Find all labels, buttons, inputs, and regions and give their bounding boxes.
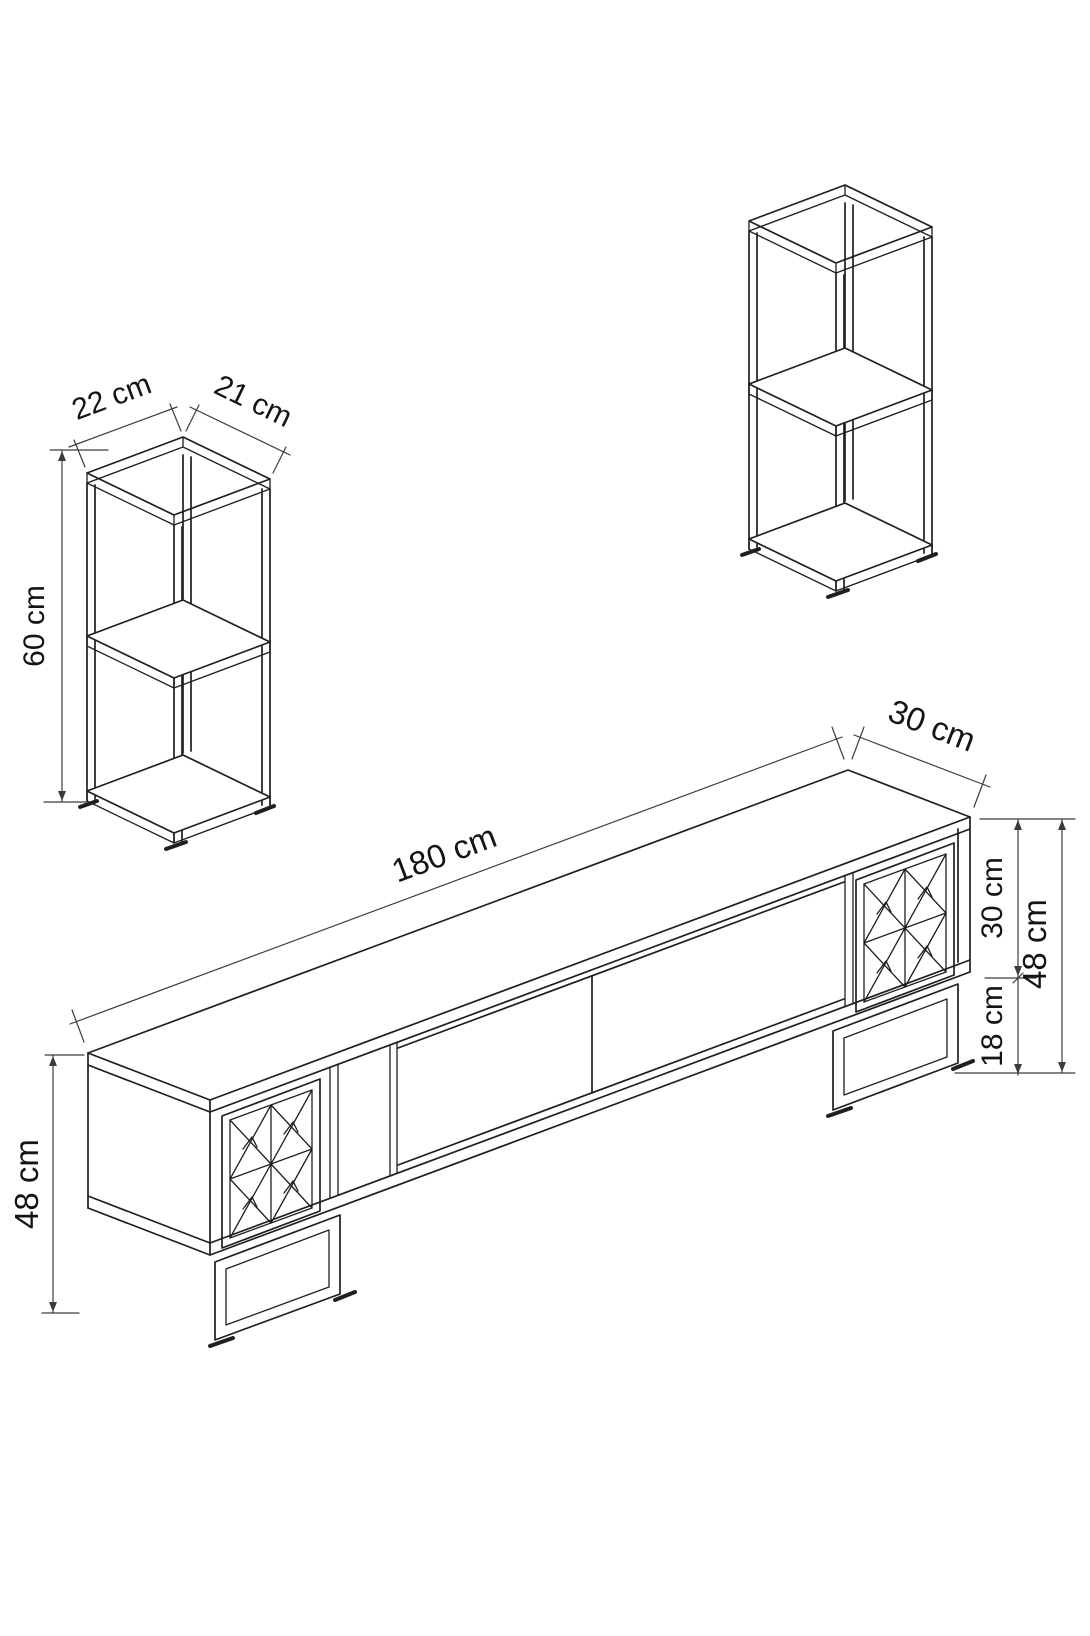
tv-front-doors: [397, 881, 845, 1166]
right-lattice-ticks: [876, 886, 933, 974]
tv-depth-label: 30 cm: [884, 692, 981, 759]
right-lattice-frame: [855, 842, 955, 1013]
tv-stand: [87, 769, 975, 1348]
door-bottom-edge: [397, 998, 845, 1166]
tower-width-label: 22 cm: [68, 367, 156, 427]
tv-top-face: [87, 769, 971, 1101]
tv-bottom-slab-edges: [87, 959, 971, 1256]
right-sled-leg: [826, 983, 975, 1118]
tower-height-dimension: 60 cm: [18, 449, 109, 803]
tv-left-height-dimension: 48 cm: [8, 1054, 85, 1314]
left-leg-feet: [208, 1290, 357, 1348]
tv-front-dividers: [329, 872, 854, 1199]
tv-length-label: 180 cm: [387, 817, 501, 889]
tv-right-height-dimensions: 30 cm 18 cm 48 cm: [954, 818, 1076, 1076]
right-lattice-door: [855, 842, 955, 1013]
left-lattice-frame: [221, 1078, 321, 1249]
tower-depth-label: 21 cm: [209, 369, 297, 434]
left-lattice-door: [221, 1078, 321, 1249]
left-shelf-tower: [78, 435, 276, 851]
tower-height-label: 60 cm: [18, 585, 51, 667]
tv-corner-edges: [87, 816, 971, 1256]
left-lattice-ticks: [242, 1121, 299, 1210]
door-top-edge: [397, 881, 845, 1049]
tv-leg-height-label: 18 cm: [976, 985, 1009, 1067]
right-shelf-tower: [740, 183, 938, 599]
tv-total-height-left-label: 48 cm: [8, 1139, 45, 1229]
tv-top-slab-edges: [87, 828, 971, 1113]
right-leg-feet: [826, 1059, 975, 1118]
tv-carcass-height-label: 30 cm: [976, 857, 1009, 939]
left-lattice-pattern: [229, 1089, 313, 1239]
left-sled-leg: [208, 1214, 357, 1348]
right-lattice-pattern: [863, 853, 947, 1003]
tv-total-height-right-label: 48 cm: [1016, 899, 1053, 989]
